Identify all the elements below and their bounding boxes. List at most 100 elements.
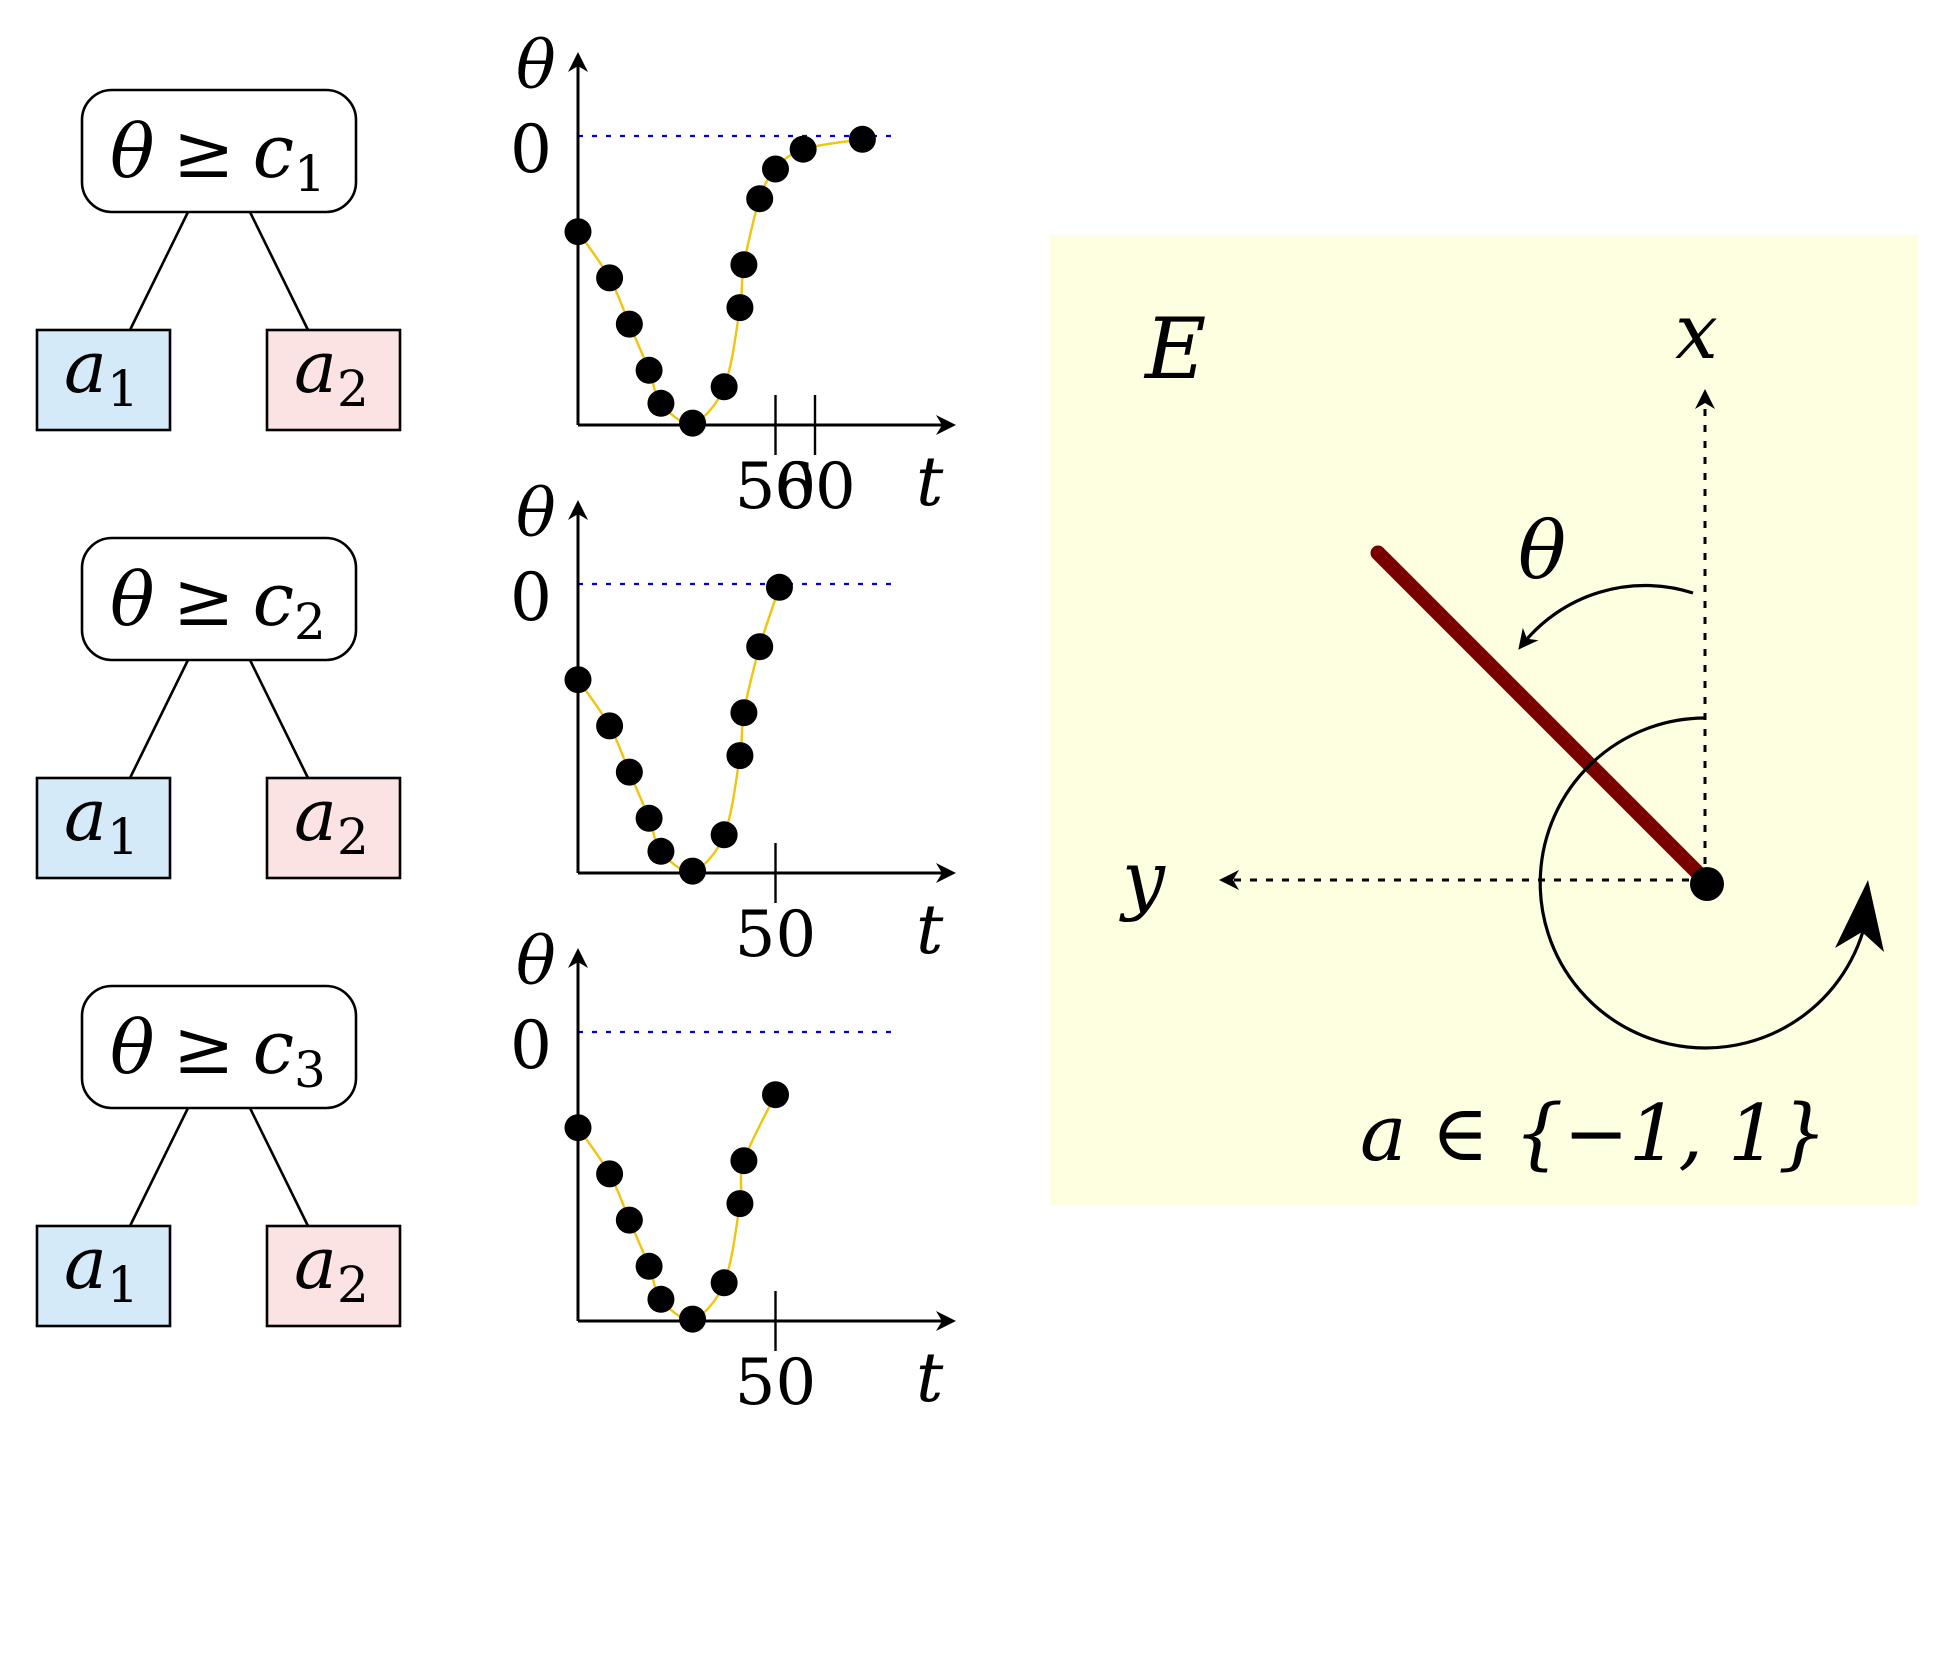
leaf-left-symbol: a bbox=[64, 1221, 107, 1305]
y-axis-label: θ bbox=[516, 27, 556, 104]
condition-c: c bbox=[253, 1005, 294, 1091]
environment-panel: E x y θ a ∈ {−1, 1} bbox=[1050, 235, 1918, 1205]
x-tick-label: 50 bbox=[735, 450, 816, 524]
condition-node bbox=[80, 536, 358, 662]
pole bbox=[1370, 545, 1713, 888]
tree-edge-right bbox=[248, 659, 310, 779]
x-tick-label: 50 bbox=[735, 1346, 816, 1420]
data-point bbox=[789, 135, 817, 163]
condition-operator: ≥ bbox=[173, 1005, 235, 1091]
data-point bbox=[726, 742, 754, 770]
condition-text: θ≥c2 bbox=[110, 557, 326, 651]
action-leaf-left bbox=[35, 1224, 172, 1328]
condition-subscript: 2 bbox=[294, 593, 326, 651]
data-point bbox=[679, 1305, 707, 1333]
tree-edge-right bbox=[248, 211, 310, 331]
x-axis-label: t bbox=[916, 1339, 944, 1418]
condition-c: c bbox=[253, 109, 294, 195]
leaf-right-symbol: a bbox=[294, 1221, 337, 1305]
condition-c: c bbox=[253, 557, 294, 643]
data-point bbox=[762, 1081, 789, 1109]
data-point bbox=[746, 633, 774, 661]
leaf-left-symbol: a bbox=[64, 325, 107, 409]
condition-operator: ≥ bbox=[173, 557, 235, 643]
data-point bbox=[710, 821, 738, 849]
data-point bbox=[765, 573, 793, 601]
y-axis-label: y bbox=[1119, 834, 1166, 923]
condition-node bbox=[80, 88, 358, 214]
data-point bbox=[596, 1160, 624, 1188]
data-point bbox=[635, 804, 663, 832]
leaf-right-symbol: a bbox=[294, 325, 337, 409]
trajectory-chart: 0θ t 50 bbox=[510, 923, 956, 1420]
leaf-right-text: a2 bbox=[294, 325, 369, 418]
tree-edge-right bbox=[248, 1107, 310, 1227]
leaf-left-text: a1 bbox=[64, 773, 139, 866]
action-leaf-right bbox=[265, 1224, 402, 1328]
trajectory-chart: 0θ t 50 bbox=[510, 475, 956, 972]
y-axis-label: θ bbox=[516, 475, 556, 552]
leaf-right-subscript: 2 bbox=[337, 808, 369, 866]
data-point bbox=[762, 155, 789, 183]
x-axis-label: x bbox=[1675, 287, 1718, 376]
leaf-right-subscript: 2 bbox=[337, 1256, 369, 1314]
data-point bbox=[596, 264, 624, 292]
y-axis-label: θ bbox=[516, 923, 556, 1000]
action-label: a ∈ {−1, 1} bbox=[1360, 1089, 1827, 1179]
angle-arc bbox=[1518, 583, 1694, 650]
data-point bbox=[679, 409, 707, 437]
data-point bbox=[647, 837, 675, 865]
condition-theta: θ bbox=[110, 1005, 155, 1091]
action-arrowhead bbox=[1835, 880, 1884, 952]
action-leaf-right bbox=[265, 776, 402, 880]
data-point bbox=[615, 310, 643, 338]
condition-text: θ≥c3 bbox=[110, 1005, 326, 1099]
zero-label: 0 bbox=[510, 1007, 552, 1084]
data-point bbox=[615, 758, 643, 786]
action-rotation-arrow bbox=[1538, 716, 1876, 1050]
data-point bbox=[679, 857, 707, 885]
leaf-left-subscript: 1 bbox=[107, 360, 139, 418]
action-leaf-left bbox=[35, 776, 172, 880]
environment-label: E bbox=[1143, 300, 1206, 398]
x-tick-label: 50 bbox=[735, 898, 816, 972]
tree-edge-left bbox=[128, 211, 190, 331]
zero-label: 0 bbox=[510, 111, 552, 188]
angle-label: θ bbox=[1518, 504, 1566, 597]
data-point bbox=[848, 125, 876, 153]
condition-theta: θ bbox=[110, 557, 155, 643]
condition-text: θ≥c1 bbox=[110, 109, 326, 203]
data-point bbox=[730, 251, 758, 279]
leaf-right-text: a2 bbox=[294, 773, 369, 866]
leaf-right-subscript: 2 bbox=[337, 360, 369, 418]
data-point bbox=[730, 699, 758, 727]
x-axis-label: t bbox=[916, 443, 944, 522]
x-axis-label: t bbox=[916, 891, 944, 970]
tree-edge-left bbox=[128, 659, 190, 779]
condition-subscript: 3 bbox=[294, 1041, 326, 1099]
data-point bbox=[596, 712, 624, 740]
action-leaf-right bbox=[265, 328, 402, 432]
leaf-left-text: a1 bbox=[64, 1221, 139, 1314]
pivot-point bbox=[1690, 867, 1724, 901]
data-point bbox=[564, 218, 592, 246]
condition-theta: θ bbox=[110, 109, 155, 195]
action-leaf-left bbox=[35, 328, 172, 432]
leaf-left-subscript: 1 bbox=[107, 808, 139, 866]
leaf-left-symbol: a bbox=[64, 773, 107, 857]
data-point bbox=[564, 666, 592, 694]
data-point bbox=[635, 1252, 663, 1280]
leaf-left-subscript: 1 bbox=[107, 1256, 139, 1314]
data-point bbox=[726, 1190, 754, 1218]
tree-edge-left bbox=[128, 1107, 190, 1227]
data-point bbox=[710, 1269, 738, 1297]
zero-label: 0 bbox=[510, 559, 552, 636]
x-tick-label: 60 bbox=[774, 450, 855, 524]
